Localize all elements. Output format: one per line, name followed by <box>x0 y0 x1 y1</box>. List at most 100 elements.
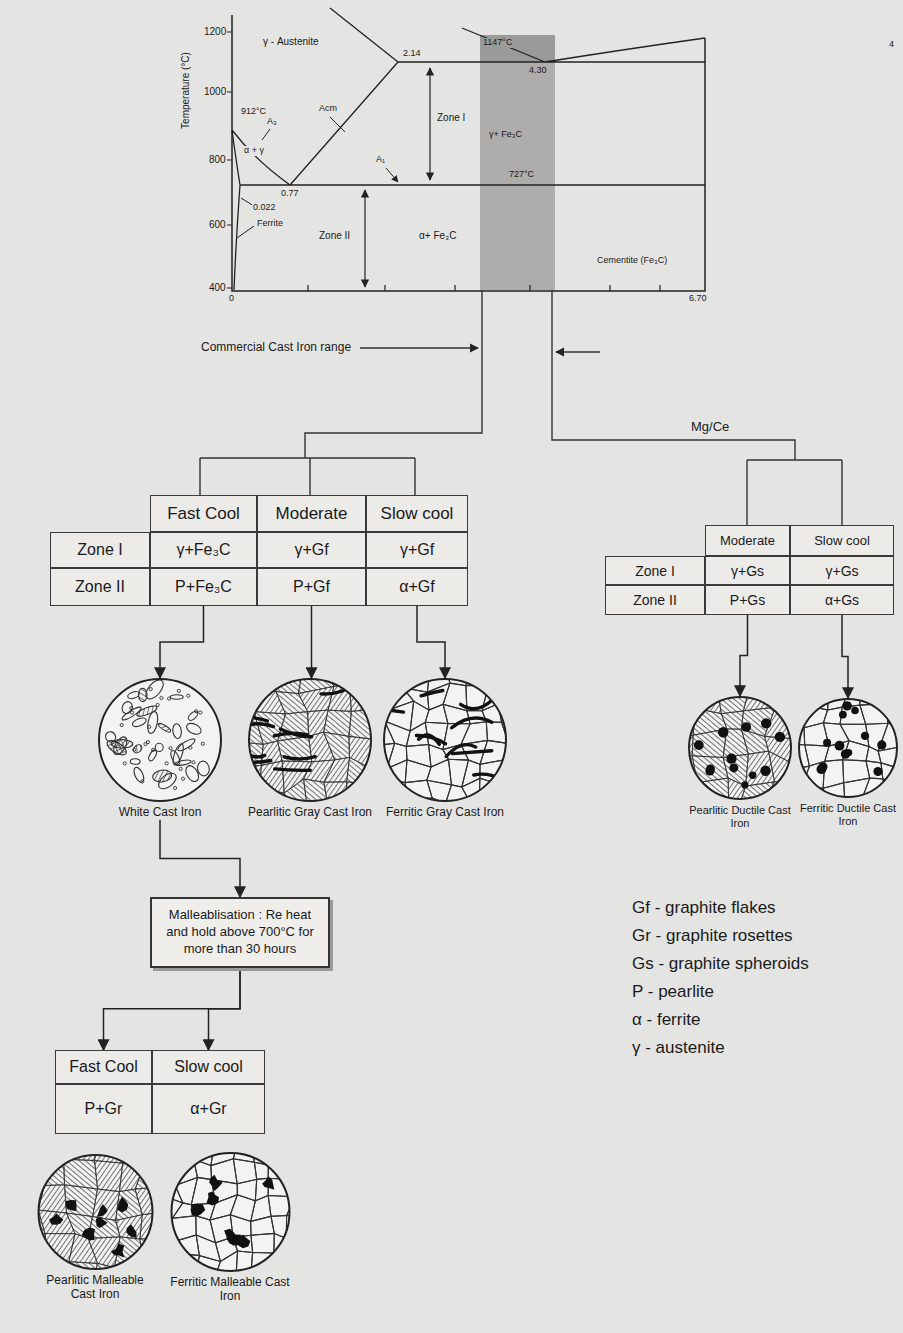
grain <box>251 1233 274 1253</box>
cast-iron-range-shade <box>480 35 555 290</box>
diagram-label: A₃ <box>266 117 278 127</box>
cell-text: Slow cool <box>174 1058 242 1076</box>
circle-ground <box>98 678 222 802</box>
connector <box>842 615 848 698</box>
legend-entry: α - ferrite <box>632 1010 700 1030</box>
graphite-rosette <box>206 1192 219 1206</box>
graphite-rosette <box>49 1213 63 1225</box>
grain <box>798 784 806 798</box>
graphite-spheroid <box>729 763 738 772</box>
table-cell: Zone I <box>50 532 150 568</box>
graphite-flake <box>452 718 492 728</box>
grain <box>268 1165 293 1180</box>
graphite-flake <box>446 745 476 757</box>
diagram-label: 1000 <box>203 86 227 97</box>
grain <box>250 1216 274 1235</box>
table-cell: γ+Gf <box>366 532 468 568</box>
table-cell: P+Fe₃C <box>150 568 257 606</box>
grain <box>168 1160 175 1186</box>
grain <box>380 796 395 802</box>
microstructure <box>380 678 510 802</box>
grain <box>139 1238 157 1268</box>
table-cell: P+Gf <box>257 568 366 606</box>
grain <box>324 710 352 736</box>
grain <box>789 696 794 713</box>
phase-boundaries <box>232 8 705 290</box>
graphite-spheroid <box>760 766 770 776</box>
graphite-spheroid <box>873 767 882 776</box>
diagram-label: 6.70 <box>688 294 708 304</box>
grain <box>256 788 284 802</box>
particle <box>195 710 198 713</box>
particle <box>130 707 133 710</box>
grain <box>479 797 507 802</box>
grain <box>403 688 429 710</box>
microstructure <box>686 696 794 800</box>
microstructure-circle: Ferritic Gray Cast Iron <box>380 678 510 820</box>
diagram-label: A₁ <box>375 155 386 165</box>
legend-entry: γ - austenite <box>632 1038 725 1058</box>
graphite-rosette <box>190 1203 205 1216</box>
tree-line <box>200 290 482 495</box>
cementite-dendrite <box>132 766 146 784</box>
grain <box>173 1152 193 1160</box>
micro-texture <box>686 696 794 800</box>
diagram-label: γ+ Fe₃C <box>488 130 523 140</box>
grain <box>380 760 387 785</box>
micro-texture <box>798 698 898 798</box>
grain <box>115 1215 142 1239</box>
micro-texture <box>380 678 510 802</box>
circle-outline <box>689 697 791 799</box>
graphite-spheroid <box>718 727 728 737</box>
cementite-dendrite <box>120 700 134 715</box>
cementite-dendrite <box>111 739 133 748</box>
graphite-rosette <box>126 1224 136 1238</box>
grain <box>371 760 375 786</box>
cast-iron-range-shade-top <box>480 35 555 62</box>
circle-ground <box>37 1154 153 1270</box>
grain <box>721 711 743 729</box>
connector <box>209 968 241 1050</box>
microstructure-circle: Ferritic Malleable Cast Iron <box>168 1152 293 1304</box>
diagram-label: 1147°C <box>482 38 513 48</box>
grain <box>63 1159 97 1189</box>
circle-caption: Pearlitic Gray Cast Iron <box>245 806 375 820</box>
graphite-spheroid <box>823 739 831 747</box>
particle <box>201 742 204 745</box>
circle-outline <box>38 1155 152 1269</box>
grain <box>288 1260 293 1273</box>
microstructure <box>33 1154 158 1270</box>
particle <box>123 762 126 765</box>
connector <box>160 820 240 897</box>
cell-text: P+Gs <box>730 592 765 608</box>
graphite-spheroid <box>761 718 771 728</box>
grain <box>33 1154 47 1170</box>
particle <box>192 761 195 764</box>
microstructure <box>95 678 225 802</box>
cementite-dendrite <box>185 721 203 736</box>
cementite-dendrite <box>157 722 171 734</box>
grain <box>268 1152 293 1165</box>
diagram-label: Ferrite <box>256 219 284 229</box>
particle <box>144 743 147 746</box>
graphite-spheroid <box>775 732 785 742</box>
diagram-label: Temperature (°C) <box>179 51 190 130</box>
particle <box>165 762 168 765</box>
diagram-label: Zone II <box>318 230 351 241</box>
graphite-spheroid <box>841 749 850 758</box>
diagram-label: γ - Austenite <box>262 36 320 47</box>
cementite-dendrite <box>172 723 182 739</box>
particle <box>187 694 190 697</box>
diagram-label: 4 <box>888 40 895 50</box>
circle-ground <box>798 698 898 798</box>
table-cell: P+Gs <box>705 585 790 615</box>
graphite-flake <box>245 716 267 721</box>
circle-caption: Ferritic Gray Cast Iron <box>380 806 510 820</box>
grain <box>173 1254 199 1273</box>
grain <box>498 685 510 711</box>
particle <box>152 748 155 751</box>
diagram-label: 0 <box>228 294 235 304</box>
graphite-rosette <box>110 1243 123 1257</box>
diagram-label: Zone I <box>436 112 466 123</box>
